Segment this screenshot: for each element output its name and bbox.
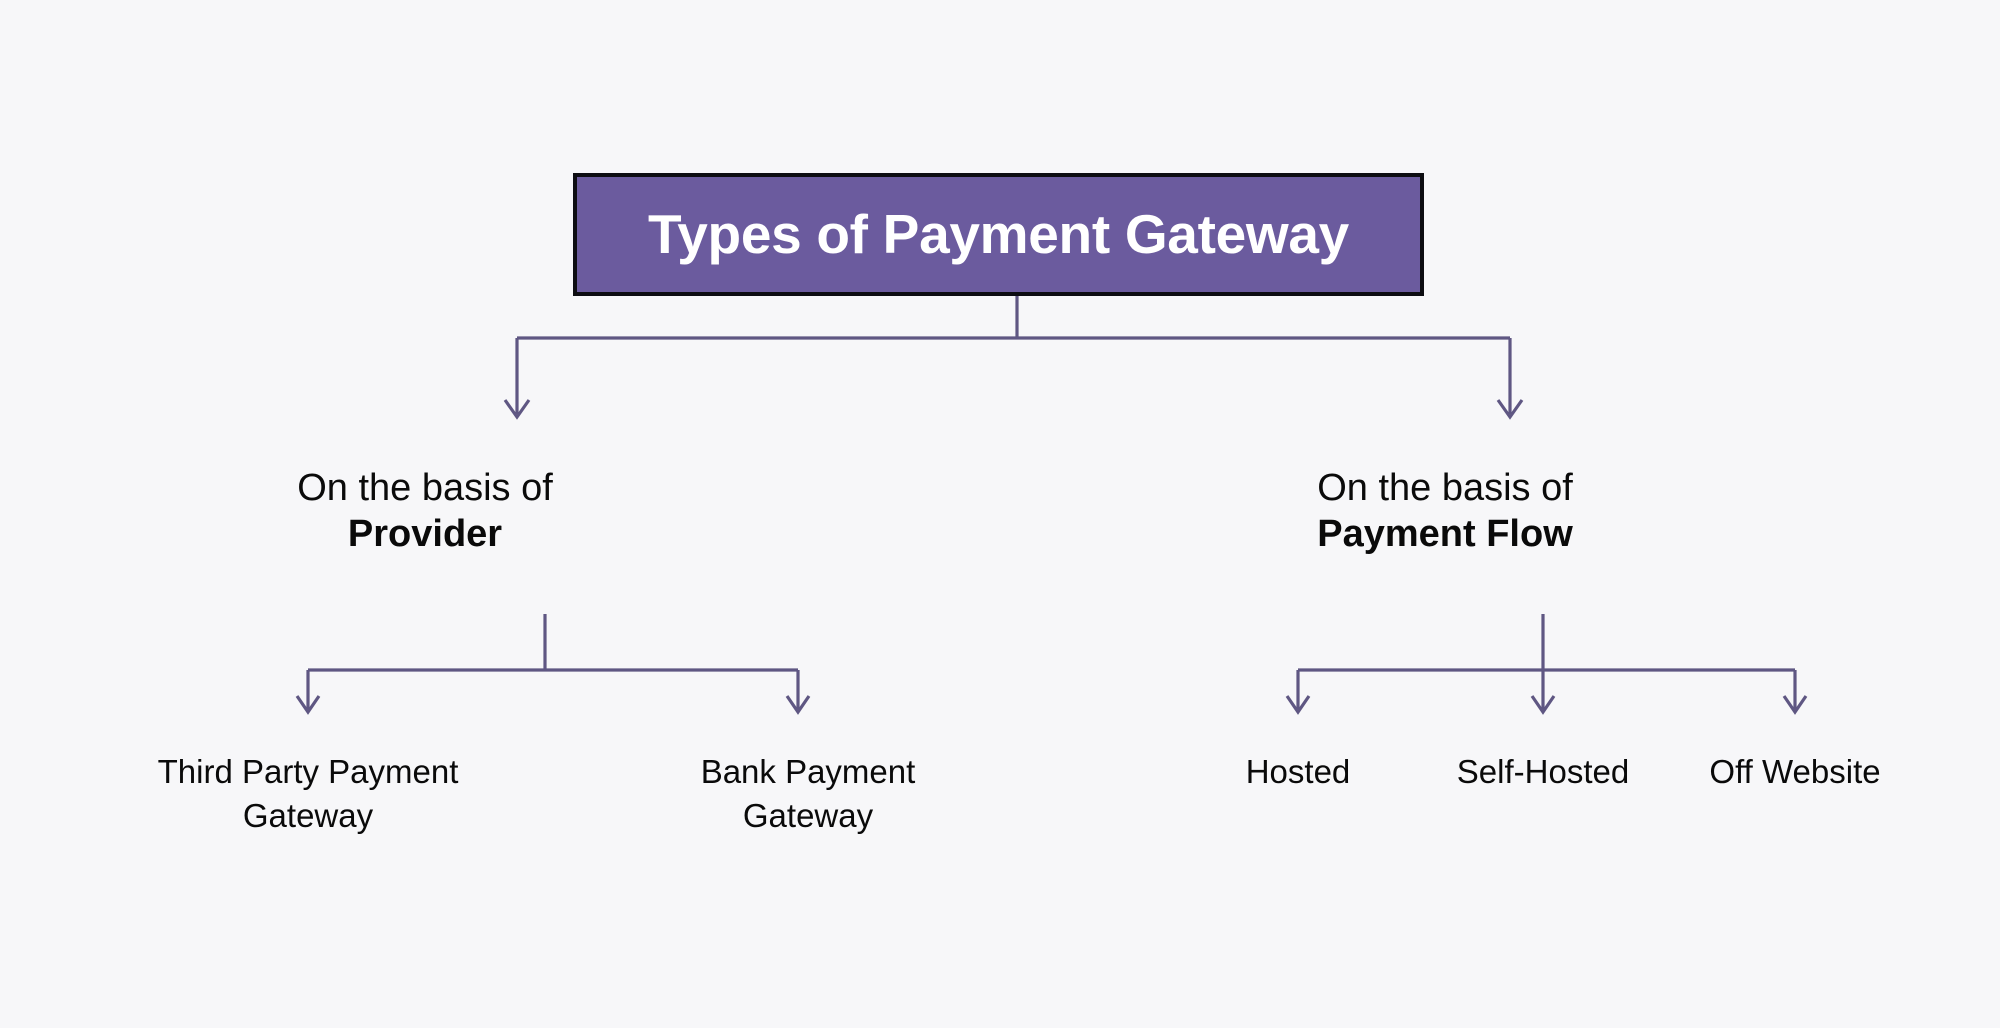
arrowhead-bank [785,695,811,715]
leaf-node-self-hosted[interactable]: Self-Hosted [1413,750,1673,794]
root-node-label: Types of Payment Gateway [648,203,1349,265]
leaf-off-website-line1: Off Website [1709,753,1881,790]
leaf-third-party-line2: Gateway [242,797,374,835]
leaf-self-hosted-line1: Self-Hosted [1456,753,1630,790]
branch-payment-flow-line1: On the basis of [1317,467,1573,509]
arrowhead-provider [503,399,531,420]
leaf-node-bank-payment-gateway[interactable]: Bank Payment Gateway [608,750,1008,838]
leaf-node-third-party-payment-gateway[interactable]: Third Party Payment Gateway [108,750,508,838]
leaf-node-off-website[interactable]: Off Website [1655,750,1935,794]
arrowhead-payment-flow [1496,399,1524,420]
leaf-node-hosted[interactable]: Hosted [1168,750,1428,794]
leaf-hosted-line1: Hosted [1245,753,1351,790]
arrowhead-self-hosted [1530,695,1556,715]
leaf-bank-line2: Gateway [742,797,874,835]
branch-payment-flow-line2: Payment Flow [1317,513,1573,556]
leaf-bank-line1: Bank Payment [700,753,916,790]
root-node-types-of-payment-gateway[interactable]: Types of Payment Gateway [573,173,1424,296]
arrowhead-off-website [1782,695,1808,715]
arrowhead-hosted [1285,695,1311,715]
leaf-third-party-line1: Third Party Payment [157,753,459,790]
branch-node-provider[interactable]: On the basis of Provider [235,465,615,558]
branch-node-payment-flow[interactable]: On the basis of Payment Flow [1255,465,1635,558]
arrowhead-third-party [295,695,321,715]
branch-provider-line2: Provider [347,513,503,556]
branch-provider-line1: On the basis of [297,467,553,509]
